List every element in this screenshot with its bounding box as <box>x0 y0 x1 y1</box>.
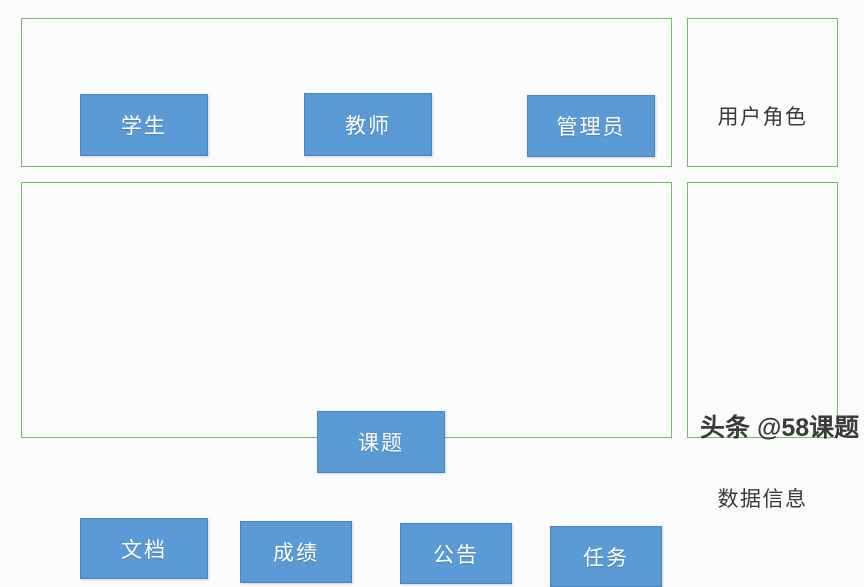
group-data-information: 课题 文档 成绩 公告 任务 <box>21 182 672 587</box>
watermark: 头条 @58课题 <box>700 414 860 442</box>
node-student[interactable]: 学生 <box>80 94 208 156</box>
node-document[interactable]: 文档 <box>80 518 208 579</box>
node-topic[interactable]: 课题 <box>317 411 445 473</box>
node-teacher[interactable]: 教师 <box>304 93 432 156</box>
node-score[interactable]: 成绩 <box>240 521 352 583</box>
user-roles-caption: 用户角色 <box>717 105 808 129</box>
diagram-canvas: 学生 教师 管理员 用户角色 课题 文档 成绩 公告 任务 数据信息 头条 @5… <box>21 18 860 587</box>
group-user-roles-label-panel: 用户角色 <box>687 18 838 167</box>
node-notice[interactable]: 公告 <box>400 523 512 584</box>
node-task[interactable]: 任务 <box>550 526 662 587</box>
node-admin[interactable]: 管理员 <box>527 95 655 157</box>
group-user-roles: 学生 教师 管理员 <box>21 18 672 167</box>
data-information-caption: 数据信息 <box>717 487 808 511</box>
group-data-information-label-panel: 数据信息 <box>687 182 838 511</box>
